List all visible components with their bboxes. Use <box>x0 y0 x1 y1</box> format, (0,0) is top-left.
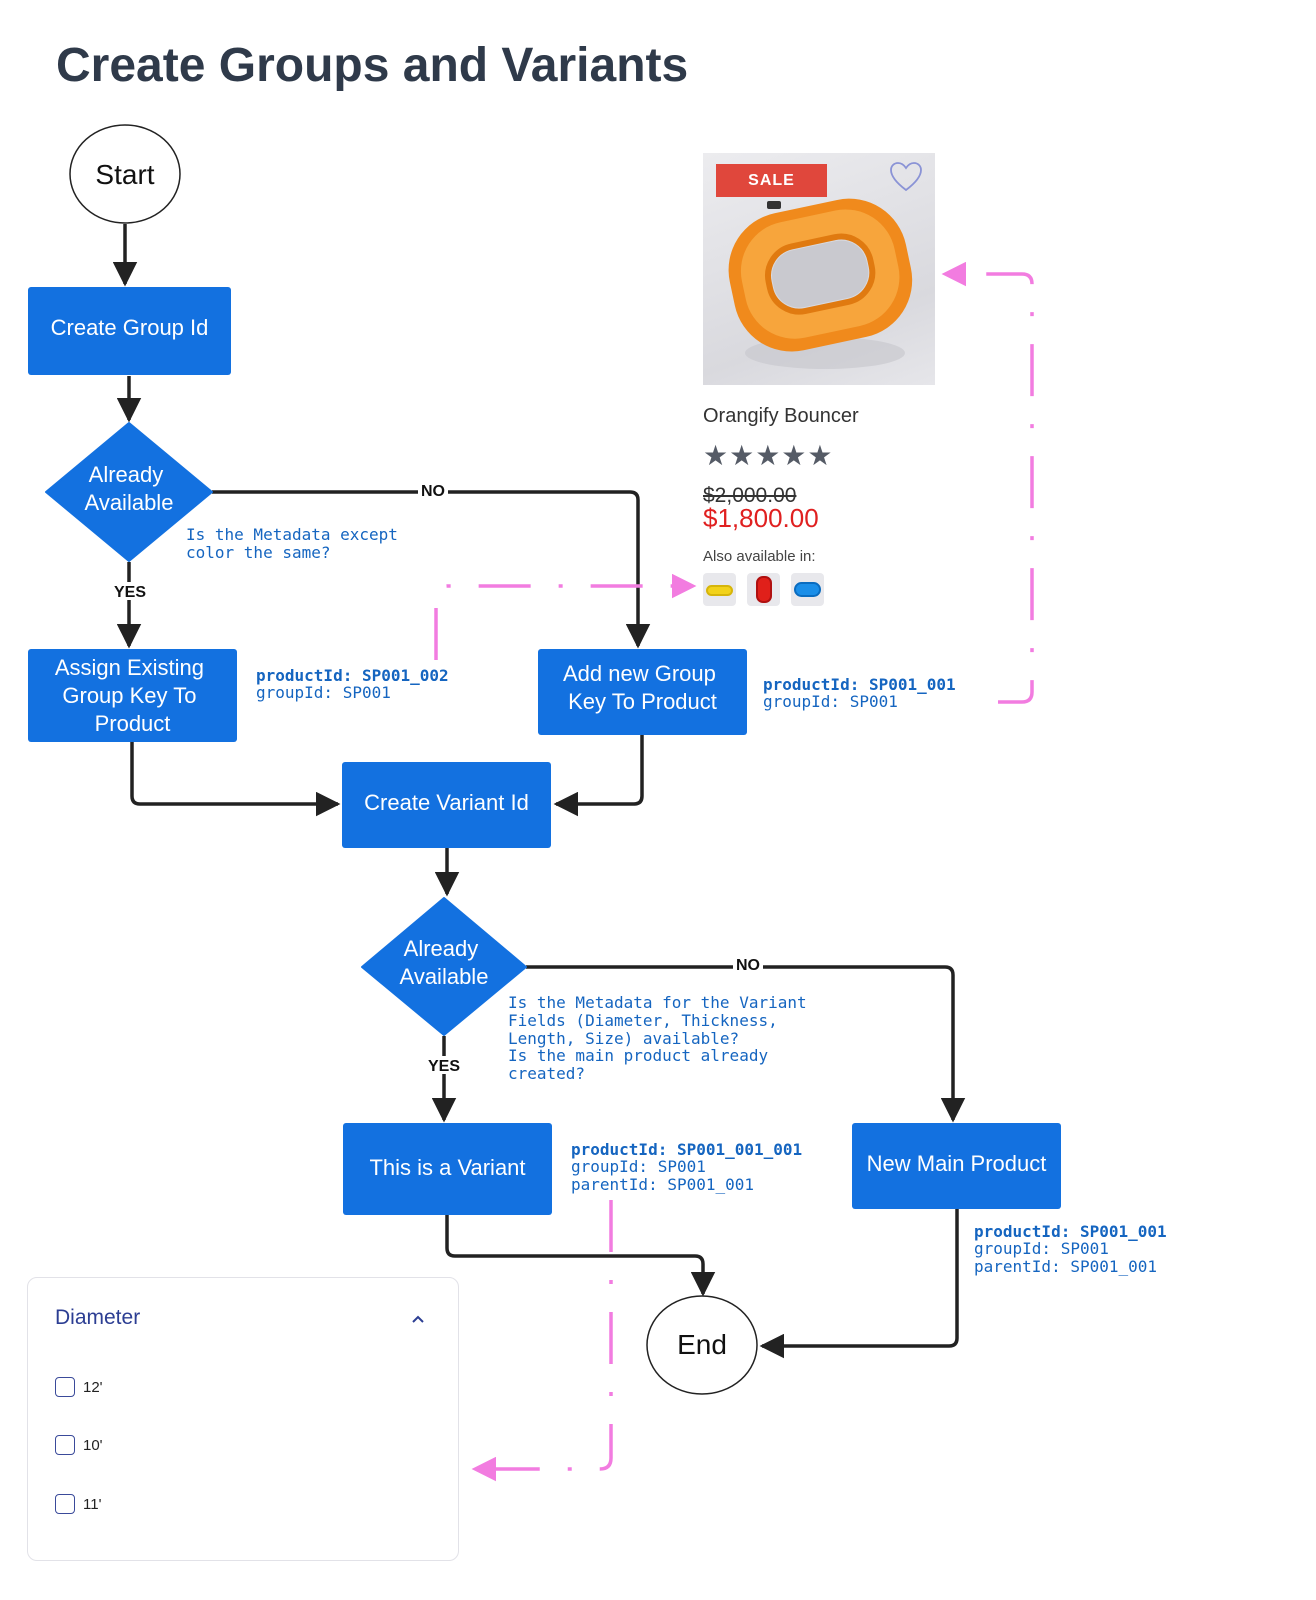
arrow-assign-to-variant <box>130 742 341 817</box>
filter-option[interactable]: 12' <box>55 1377 255 1399</box>
decision1-note: Is the Metadata except color the same? <box>186 525 408 562</box>
add-new-group-label: Add new Group Key To Product <box>563 661 722 714</box>
create-variant-node <box>342 762 551 848</box>
new-main-product-node <box>852 1123 1061 1209</box>
start-label: Start <box>95 159 154 190</box>
product-name[interactable]: Orangify Bouncer <box>703 405 859 427</box>
arrow-decision1-no <box>212 490 651 649</box>
old-price: $2,000.00 <box>703 484 797 507</box>
add-new-group-node <box>538 649 747 735</box>
dashed-link-addnew-to-image <box>941 261 1034 704</box>
decision2-no-label: NO <box>736 957 760 974</box>
chevron-up-icon[interactable] <box>411 1314 425 1324</box>
sale-price: $1,800.00 <box>703 503 819 533</box>
arrow-variantbox-to-end <box>445 1215 716 1297</box>
dashed-link-variant-to-filter <box>471 1200 613 1482</box>
decision1-node <box>45 422 213 562</box>
filter-option-label: 11' <box>83 1496 102 1513</box>
arrow-newmain-to-end <box>759 1208 959 1359</box>
filter-option-label: 10' <box>83 1437 103 1454</box>
checkbox[interactable] <box>55 1494 75 1514</box>
decision2-node <box>361 897 527 1036</box>
decision2-note: Is the Metadata for the Variant Fields (… <box>508 993 816 1083</box>
create-variant-label: Create Variant Id <box>364 790 529 815</box>
assign-existing-node <box>28 649 237 742</box>
diameter-filter-panel: Diameter 12' 10' 11' <box>27 1277 459 1561</box>
end-node <box>646 1295 758 1395</box>
decision2-yes-label: YES <box>428 1058 460 1075</box>
start-node <box>69 124 181 224</box>
new-main-note: productId: SP001_001 groupId: SP001 pare… <box>974 1222 1176 1276</box>
swatch-blue[interactable] <box>791 573 824 606</box>
also-available-label: Also available in: <box>703 548 816 565</box>
variant-node <box>343 1123 552 1215</box>
heart-icon[interactable] <box>889 161 923 193</box>
assign-existing-label: Assign Existing Group Key To Product <box>55 655 210 736</box>
filter-option[interactable]: 11' <box>55 1494 255 1516</box>
decision2-label: Already Available <box>400 936 489 989</box>
filter-option-label: 12' <box>83 1379 103 1396</box>
decision1-yes-label: YES <box>114 584 146 601</box>
product-image[interactable]: SALE <box>703 153 935 385</box>
decision1-label: Already Available <box>85 462 174 515</box>
filter-title[interactable]: Diameter <box>55 1306 141 1329</box>
variant-label: This is a Variant <box>369 1155 525 1180</box>
checkbox[interactable] <box>55 1377 75 1397</box>
variant-note: productId: SP001_001_001 groupId: SP001 … <box>571 1140 812 1194</box>
decision1-no-label: NO <box>421 483 445 500</box>
arrow-decision2-no <box>526 965 966 1123</box>
swatch-red[interactable] <box>747 573 780 606</box>
product-card[interactable]: SALE Orangify Bouncer ★★★★★ $2,000.00 $1… <box>703 153 953 613</box>
create-group-label: Create Group Id <box>51 315 209 340</box>
rating-stars: ★★★★★ <box>703 439 834 472</box>
end-label: End <box>677 1329 727 1360</box>
arrow-addnew-to-variant <box>553 735 644 817</box>
assign-note: productId: SP001_002 groupId: SP001 <box>256 666 458 702</box>
checkbox[interactable] <box>55 1435 75 1455</box>
swatch-yellow[interactable] <box>703 573 736 606</box>
create-group-node <box>28 287 231 375</box>
sale-badge: SALE <box>716 164 827 197</box>
add-new-note: productId: SP001_001 groupId: SP001 <box>763 675 965 711</box>
filter-option[interactable]: 10' <box>55 1435 255 1457</box>
page-title: Create Groups and Variants <box>56 39 689 92</box>
dashed-link-assign-to-swatches <box>434 573 697 660</box>
new-main-product-label: New Main Product <box>867 1151 1047 1176</box>
